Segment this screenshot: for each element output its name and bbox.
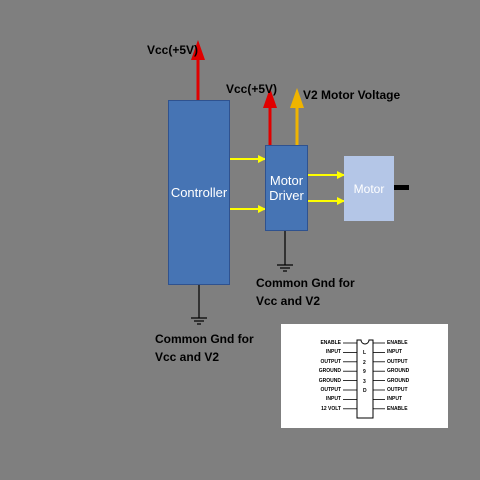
vcc-controller-label: Vcc(+5V) xyxy=(147,43,199,57)
vcc-driver-arrow xyxy=(263,88,277,145)
gnd-controller-label-line2: Vcc and V2 xyxy=(155,350,220,364)
pin-label-right: GROUND xyxy=(387,368,410,375)
v2-motor-voltage-label: V2 Motor Voltage xyxy=(303,88,401,102)
gnd-driver-label: Common Gnd for Vcc and V2 xyxy=(256,274,355,310)
gnd-controller-label-line1: Common Gnd for xyxy=(155,332,254,346)
motor-label: Motor xyxy=(353,181,385,196)
motor-driver-label-line1: Motor xyxy=(269,173,304,188)
controller-label: Controller xyxy=(170,185,228,200)
pin-label-right: OUTPUT xyxy=(387,358,408,365)
pin-label-right: INPUT xyxy=(387,396,402,403)
pin-label-right: GROUND xyxy=(387,377,410,384)
pin-label-right: OUTPUT xyxy=(387,387,408,393)
pinout-chip-outline xyxy=(343,339,385,419)
pinout-diagram: ENABLE INPUT OUTPUT GROUND GROUND OUTPUT INPUT… xyxy=(281,324,448,428)
pin-label-left: INPUT xyxy=(326,349,341,356)
pin-label-left: GROUND xyxy=(318,368,341,375)
motor-shaft xyxy=(394,185,409,190)
chip-mark: 3 xyxy=(363,378,366,385)
pin-label-right: ENABLE xyxy=(387,405,408,412)
pin-label-left: OUTPUT xyxy=(320,387,341,393)
pin-label-right: INPUT xyxy=(387,349,402,356)
gnd-driver-label-line2: Vcc and V2 xyxy=(256,294,321,308)
gnd-driver-label-line1: Common Gnd for xyxy=(256,276,355,290)
chip-mark: 9 xyxy=(363,369,366,375)
chip-mark: D xyxy=(363,388,367,394)
pin-label-left: GROUND xyxy=(318,377,341,384)
pin-label-right: ENABLE xyxy=(387,340,408,346)
pin-label-left: ENABLE xyxy=(320,340,341,346)
pin-label-left: INPUT xyxy=(326,396,341,403)
pin-label-left: 12 VOLT xyxy=(321,405,341,412)
ground-symbol-driver xyxy=(277,231,293,272)
motor-driver-block: Motor Driver xyxy=(265,145,308,231)
pin-label-left: OUTPUT xyxy=(320,358,341,365)
ground-symbol-controller xyxy=(191,285,207,325)
controller-block: Controller xyxy=(168,100,230,285)
vcc-driver-label: Vcc(+5V) xyxy=(226,82,278,96)
chip-mark: L xyxy=(363,350,367,356)
vcc-controller-arrow xyxy=(191,40,205,100)
gnd-controller-label: Common Gnd for Vcc and V2 xyxy=(155,330,254,366)
v2-motor-voltage-arrow xyxy=(290,88,304,145)
chip-mark: 2 xyxy=(363,359,366,366)
motor-block: Motor xyxy=(344,156,394,221)
motor-driver-label-line2: Driver xyxy=(269,188,304,203)
